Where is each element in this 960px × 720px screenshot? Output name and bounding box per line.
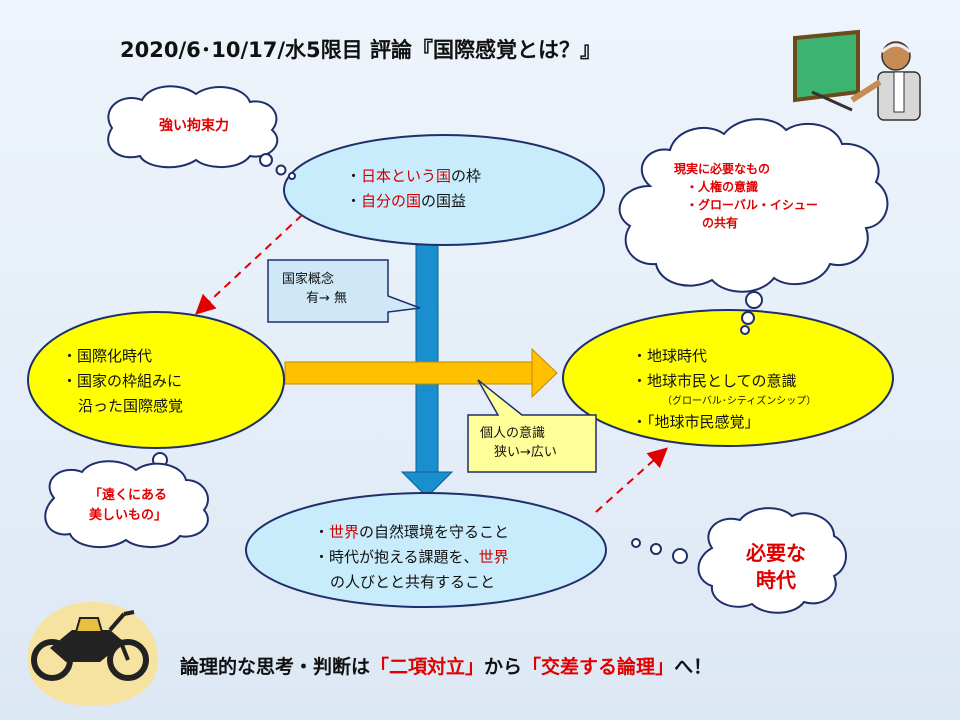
right-node-text: ・地球時代 ・地球市民としての意識 （グローバル･シティズンシップ） ・「地球市… [632,344,816,435]
bottom-node-line1-rest: の自然環境を守ること [359,523,510,541]
top-node-line2-rest: の国益 [421,192,467,210]
callout-nation-line1: 国家概念 [282,272,335,287]
horizontal-arrow [284,347,558,399]
top-node-line1: ・日本という国の枠 [346,164,481,189]
callout-individual: 個人の意識 狭い→広い [480,424,557,462]
top-node-text: ・日本という国の枠 ・自分の国の国益 [346,164,481,214]
bottom-node-line2: ・時代が抱える課題を、世界 [314,545,509,570]
right-node-line3: （グローバル･シティズンシップ） [662,396,817,407]
right-node-line4: ・「地球市民感覚」 [632,413,760,431]
callout-nation-shape [267,259,421,323]
bottom-part5: へ！ [674,656,713,678]
bubble-constraint-text: 強い拘束力 [159,118,229,134]
bubble-beautiful-shape [44,452,209,549]
left-node-line2: ・国家の枠組みに [62,372,183,390]
dashed-arrow-top-to-left [195,214,303,315]
bottom-node-line1-prefix: ・ [314,523,330,541]
cloud-needs-line3: ・グローバル・イシュー [686,198,818,212]
left-ellipse [27,311,285,449]
top-node-line2-prefix: ・ [346,192,362,210]
cloud-needs-line2: ・人権の意識 [686,180,759,194]
callout-individual-line1: 個人の意識 [480,426,546,441]
callout-nation: 国家概念 有→ 無 [282,270,347,308]
vertical-arrow [400,244,454,498]
right-ellipse [562,309,894,447]
teacher-with-board-icon [793,29,921,121]
bottom-node-text: ・世界の自然環境を守ること ・時代が抱える課題を、世界 の人びとと共有すること [314,520,509,595]
bottom-node-line2-prefix: ・時代が抱える課題を、 [314,548,479,566]
top-node-line2-red: 自分の国 [361,192,422,210]
bottom-part2: 「二項対立」 [370,656,485,678]
top-node-line1-prefix: ・ [346,167,362,185]
right-node-line2: ・地球市民としての意識 [632,372,797,390]
bottom-node-line2-red: 世界 [478,548,509,566]
cloud-needs-shape [618,118,889,335]
cloud-needs-line1: 現実に必要なもの [674,162,771,176]
bottom-part3: から [484,656,523,678]
bottom-node-line1-red: 世界 [329,523,360,541]
motorcycle-icon [27,601,159,706]
top-node-line1-rest: の枠 [451,167,482,185]
cloud-needs-line4: の共有 [702,216,739,230]
callout-individual-line2: 狭い→広い [494,445,557,460]
left-node-text: ・国際化時代 ・国家の枠組みに 沿った国際感覚 [62,344,183,419]
callout-individual-shape [467,379,597,473]
cloud-needs-text: 現実に必要なもの ・人権の意識 ・グローバル・イシュー の共有 [674,160,818,232]
bottom-node-line1: ・世界の自然環境を守ること [314,520,509,545]
bottom-conclusion: 論理的な思考・判断は「二項対立」から「交差する論理」へ！ [180,652,712,679]
bubble-beautiful-line1: 「遠くにある [88,488,167,503]
callout-nation-line2: 有→ 無 [306,291,348,306]
bottom-part4: 「交差する論理」 [522,656,675,678]
left-node-line1: ・国際化時代 [62,347,153,365]
bubble-beautiful-line2: 美しいもの」 [88,508,167,523]
left-node-line3: 沿った国際感覚 [78,397,184,415]
bottom-node-line3: の人びとと共有すること [330,573,496,591]
top-node-line2: ・自分の国の国益 [346,189,481,214]
bubble-needed-era-shape [631,507,847,614]
bubble-beautiful-text: 「遠くにある 美しいもの」 [58,486,198,526]
top-node-line1-red: 日本という国 [361,167,452,185]
bubble-needed-era-line2: 時代 [756,568,796,592]
bubble-needed-era-line1: 必要な [746,541,806,565]
page-title: 2020/6･10/17/水5限目 評論『国際感覚とは？』 [120,38,601,62]
bubble-constraint-shape [107,85,296,180]
dashed-arrow-bottom-to-right [595,447,668,513]
top-ellipse [283,134,605,246]
bubble-needed-era-text: 必要な 時代 [718,540,834,594]
bottom-part1: 論理的な思考・判断は [180,656,371,678]
right-node-line1: ・地球時代 [632,347,708,365]
bottom-ellipse [245,492,607,608]
